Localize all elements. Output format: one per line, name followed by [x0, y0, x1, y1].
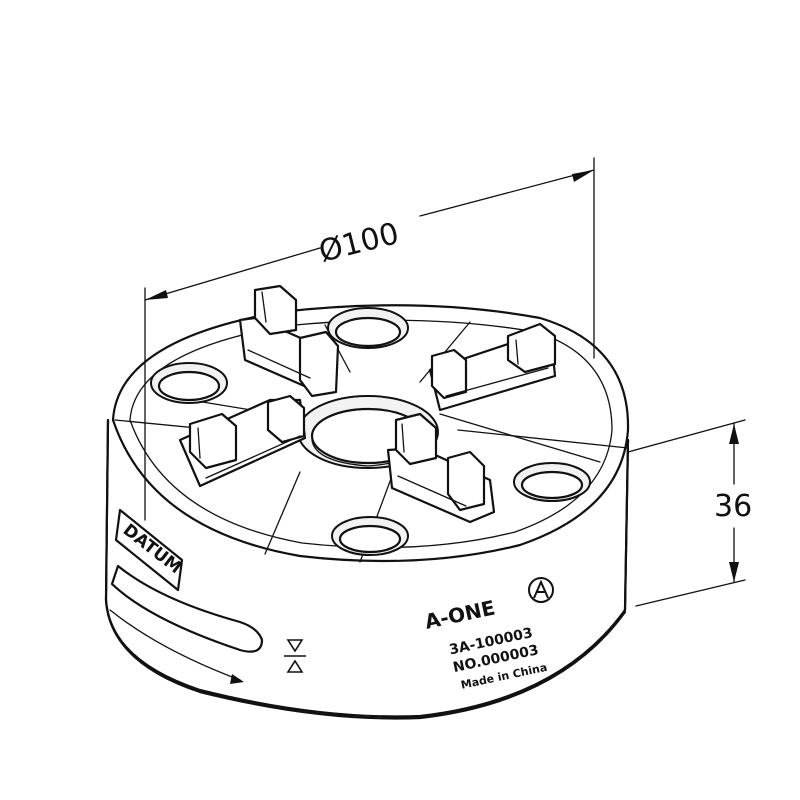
- chuck-bottom-edge: [104, 598, 627, 720]
- jaw-left: [178, 394, 307, 488]
- sector-line-5: [457, 429, 629, 449]
- jaw-front: [386, 412, 496, 524]
- jaw-back: [238, 284, 340, 398]
- diameter-label: Ø100: [315, 216, 402, 270]
- sector-line-6: [439, 413, 601, 463]
- sector-line-3: [264, 471, 301, 555]
- pin-hole-front-inner: [338, 524, 402, 554]
- height-label: 36: [714, 489, 752, 524]
- height-dimension: 36: [627, 419, 752, 607]
- cyl-left-tangent: [104, 418, 110, 602]
- slot-arrow-head: [230, 674, 244, 684]
- pin-hole-right-inner: [520, 470, 584, 500]
- cyl-right-tangent: [623, 438, 630, 612]
- jaw-right: [428, 322, 557, 412]
- adjust-arrows-icon: [284, 639, 306, 673]
- pin-hole-left-inner: [157, 370, 221, 402]
- side-slot: [110, 564, 264, 653]
- a-one-logo-icon: [528, 577, 554, 603]
- slot-arrow-line: [109, 609, 241, 681]
- pin-hole-back-inner: [334, 316, 402, 348]
